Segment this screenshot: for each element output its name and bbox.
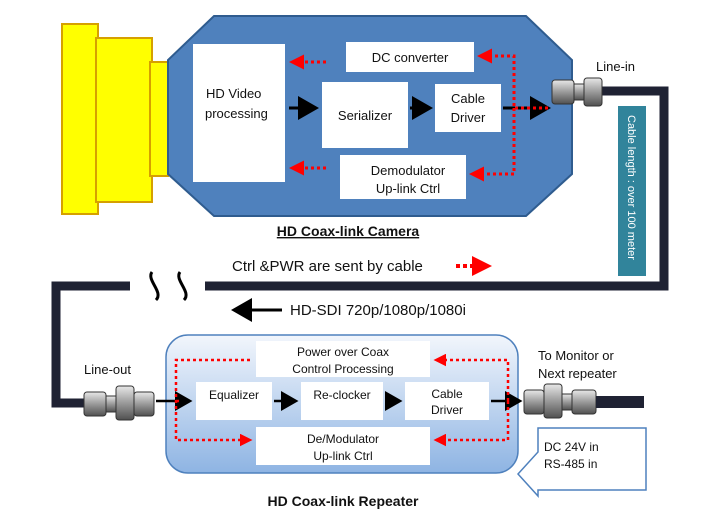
repeater-title: HD Coax-link Repeater (268, 493, 419, 509)
repeater-control-paths (174, 353, 510, 447)
demodulator-block (340, 155, 466, 199)
dc-converter-label: DC converter (372, 50, 449, 65)
cable-break-symbol (149, 271, 188, 302)
serializer-block (322, 82, 408, 148)
demodulator-label-1: Demodulator (371, 163, 446, 178)
output-cable (596, 396, 644, 408)
repeater-cable-driver-label-2: Driver (431, 403, 463, 417)
repeater-demod-label-2: Up-link Ctrl (313, 449, 372, 463)
line-out-connector (83, 385, 155, 421)
hd-sdi-label: HD-SDI 720p/1080p/1080i (290, 302, 466, 319)
poc-label-2: Control Processing (292, 362, 393, 376)
coax-cable-top (205, 86, 669, 291)
equalizer-block (196, 382, 272, 420)
repeater-cable-driver-label-1: Cable (431, 387, 463, 401)
to-monitor-label-2: Next repeater (538, 366, 617, 381)
camera-cable-driver-block (435, 84, 501, 132)
camera-title: HD Coax-link Camera (277, 223, 420, 239)
hd-video-label-2: processing (205, 106, 268, 121)
ctrl-pwr-label: Ctrl &PWR are sent by cable (232, 258, 423, 275)
equalizer-label: Equalizer (209, 388, 259, 402)
demodulator-label-2: Up-link Ctrl (376, 181, 440, 196)
serializer-label: Serializer (338, 108, 393, 123)
repeater-demod-label-1: De/Modulator (307, 432, 379, 446)
to-monitor-label-1: To Monitor or (538, 348, 615, 363)
repeater-demodulator-block (256, 427, 430, 465)
callout-label-2: RS-485 in (544, 457, 597, 471)
poc-control-block (256, 341, 430, 377)
poc-label-1: Power over Coax (297, 345, 389, 359)
camera-control-paths (289, 48, 548, 182)
repeater-cable-driver-block (405, 382, 489, 420)
reclocker-label: Re-clocker (313, 388, 370, 402)
hd-video-label-1: HD Video (206, 86, 261, 101)
coax-cable-left (51, 281, 130, 408)
hd-video-processing-block (193, 44, 285, 182)
camera-cable-driver-label-2: Driver (451, 110, 486, 125)
line-out-label: Line-out (84, 362, 131, 377)
cable-length-bar (618, 106, 646, 276)
dc-converter-block (346, 42, 474, 72)
camera-cable-driver-label-1: Cable (451, 91, 485, 106)
line-in-connector (551, 77, 603, 107)
output-connector (523, 383, 597, 419)
callout-label-1: DC 24V in (544, 440, 599, 454)
reclocker-block (301, 382, 383, 420)
line-in-label: Line-in (596, 59, 635, 74)
power-input-callout (516, 427, 647, 498)
cable-length-label: Cable length : over 100 meter (625, 115, 637, 260)
camera-lens (61, 23, 169, 215)
